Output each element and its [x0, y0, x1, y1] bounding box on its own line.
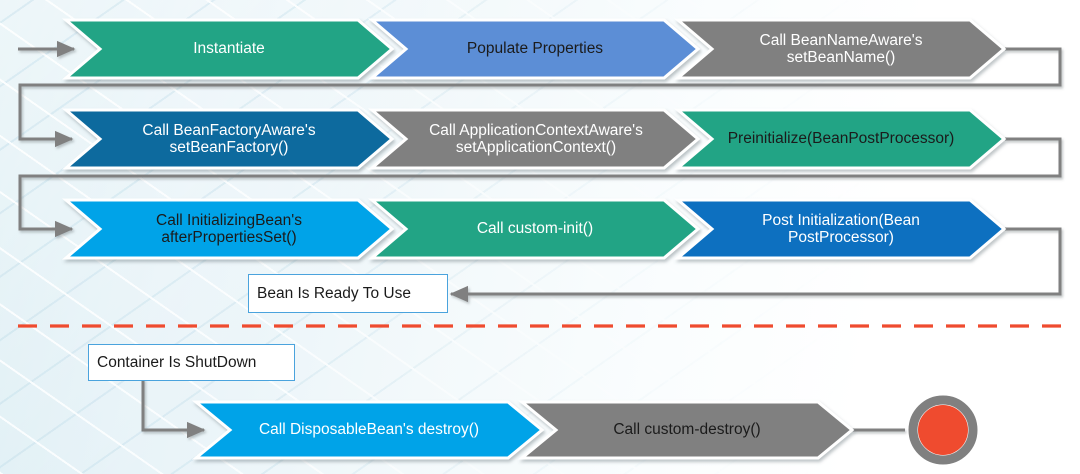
chevron-call-disposablebean: [191, 400, 545, 460]
connector-shutdown-to-destroy: [141, 379, 206, 439]
chevron-call-beanfactoryaware: [61, 108, 395, 170]
bean-ready-box: Bean Is Ready To Use: [248, 274, 448, 313]
chevron-call-beannameaware: [673, 18, 1007, 80]
chevron-call-applicationcontextaware: [367, 108, 701, 170]
connector-row2-to-row3: [18, 137, 1062, 238]
bean-ready-label: Bean Is Ready To Use: [257, 284, 411, 302]
container-shutdown-box: Container Is ShutDown: [88, 344, 295, 381]
chevron-call-initializingbean: [61, 198, 395, 260]
chevron-instantiate: [61, 18, 395, 80]
row-2-chevrons: [61, 108, 1007, 170]
connector-lines: [18, 40, 1062, 439]
row-1-chevrons: [61, 18, 1007, 80]
connector-row1-to-row2: [18, 47, 1062, 148]
chevron-post-initialization: [673, 198, 1007, 260]
chevron-preinitialize: [673, 108, 1007, 170]
row-4-chevrons: [191, 400, 855, 460]
chevron-call-custom-destroy: [517, 400, 855, 460]
container-shutdown-label: Container Is ShutDown: [97, 353, 257, 371]
connector-row3-to-bean-ready: [449, 227, 1062, 303]
end-node: [908, 395, 978, 465]
chevron-populate-properties: [367, 18, 701, 80]
chevron-call-custom-init: [367, 198, 701, 260]
row-3-chevrons: [61, 198, 1007, 260]
